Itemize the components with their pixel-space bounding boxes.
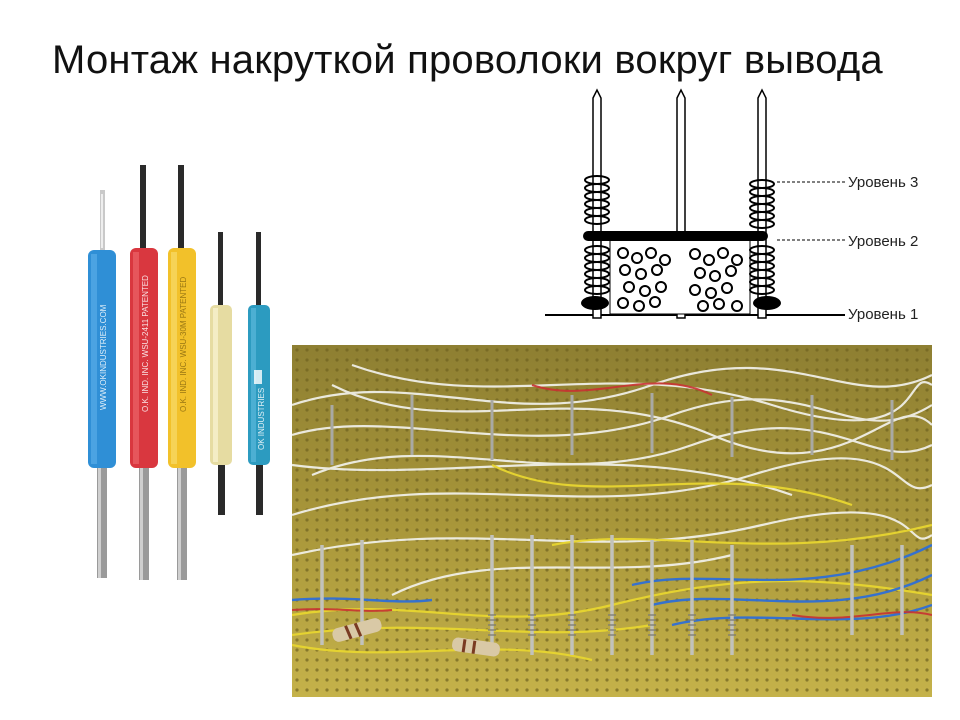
tool-cream (210, 232, 232, 515)
wire-wrap-tools-image: WWW.OKINDUSTRIES.COM O.K. IND. INC. WSU-… (88, 165, 270, 580)
level-2-label: Уровень 2 (848, 233, 918, 250)
level-1-label: Уровень 1 (848, 306, 918, 323)
wire-wrapped-board-photo (292, 345, 932, 697)
tool2-print: O.K. IND. INC. WSU-2411 PATENTED (141, 275, 150, 412)
level-3-label: Уровень 3 (848, 174, 918, 191)
tool-teal: OK INDUSTRIES (248, 232, 270, 515)
tool-blue: WWW.OKINDUSTRIES.COM (88, 190, 116, 578)
tool1-print: WWW.OKINDUSTRIES.COM (99, 304, 108, 410)
wrap-levels-diagram: Уровень 3 Уровень 2 Уровень 1 (545, 88, 918, 323)
tool-red: O.K. IND. INC. WSU-2411 PATENTED (130, 165, 158, 580)
slide-title: Монтаж накруткой проволоки вокруг вывода (52, 38, 883, 82)
tool-yellow: O.K. IND. INC. WSU-30M PATENTED (168, 165, 196, 580)
tool3-print: O.K. IND. INC. WSU-30M PATENTED (179, 277, 188, 412)
tool5-print: OK INDUSTRIES (257, 388, 266, 450)
